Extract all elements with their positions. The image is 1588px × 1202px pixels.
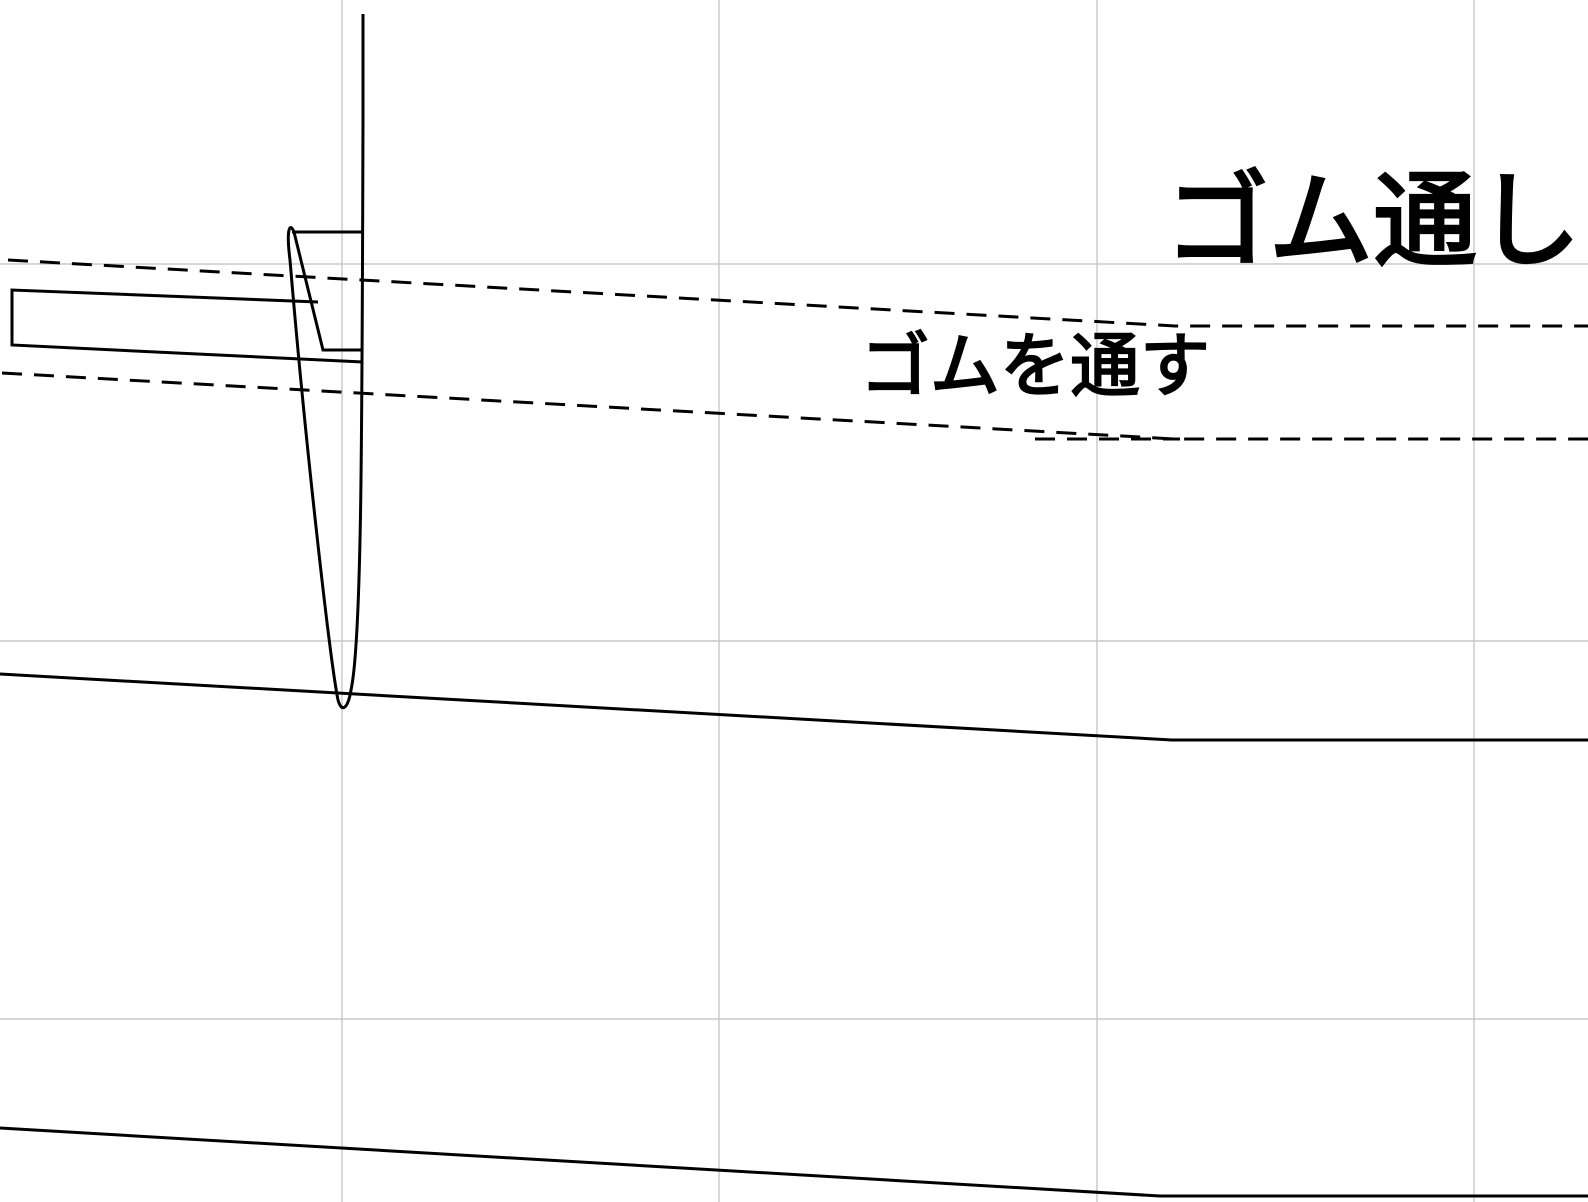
elastic-band-strip [10, 288, 364, 364]
elastic-band [10, 288, 364, 364]
casing-line-upper [7, 258, 1588, 328]
pattern-edge-middle [0, 672, 1588, 742]
casing-line-lower [1, 371, 1588, 441]
elastic-instruction-label: ゴムを通す [860, 325, 1210, 407]
pattern-edge-bottom [0, 1126, 1588, 1198]
pattern-edges [0, 672, 1588, 1198]
casing-lines [1, 258, 1588, 441]
safety-pin-icon [286, 14, 365, 710]
diagram-title: ゴム通し [1165, 160, 1581, 282]
safety-pin-loop [286, 14, 365, 710]
